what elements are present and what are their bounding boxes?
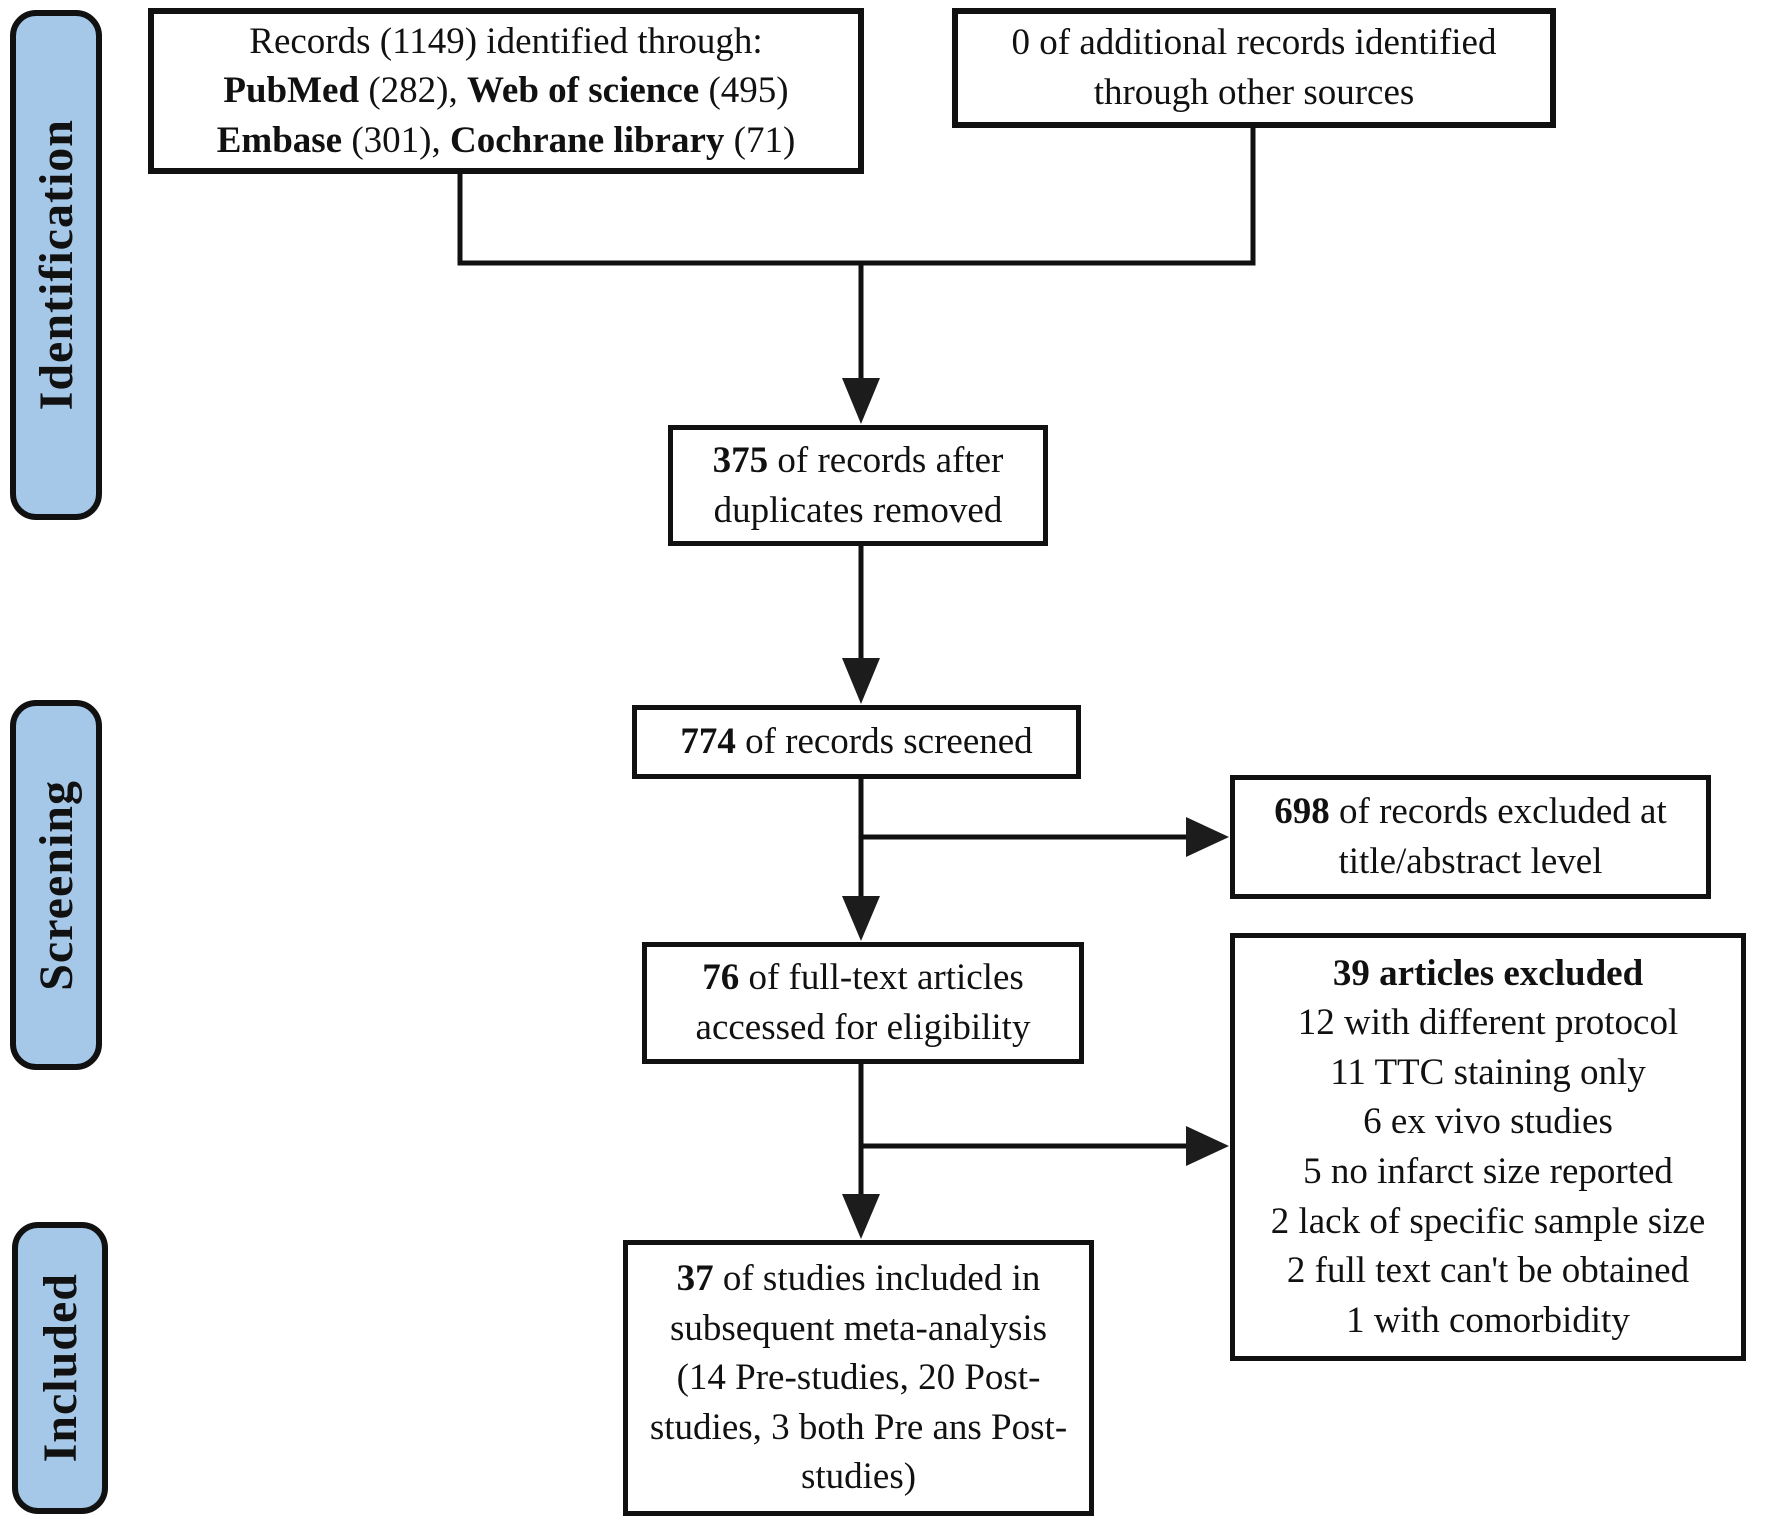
fulltext-assessed-count: 76 <box>702 957 740 999</box>
excluded-reason-item: 11 TTC staining only <box>1330 1051 1646 1093</box>
records-identified-line1: Records (1149) identified through: <box>249 20 763 62</box>
source-web-of-science-count: (495) <box>699 70 789 112</box>
studies-included-label: of studies included in subsequent meta-a… <box>649 1258 1068 1498</box>
excluded-reason-item: 5 no infarct size reported <box>1303 1151 1673 1192</box>
box-fulltext-assessed: 76 of full-text articles accessed for el… <box>642 942 1084 1064</box>
arrowhead-down-icon <box>842 378 880 424</box>
stage-label-included: Included <box>12 1222 108 1514</box>
box-excluded-title-abstract: 698 of records excluded at title/abstrac… <box>1230 775 1711 899</box>
fulltext-assessed-text: 76 of full-text articles accessed for el… <box>663 953 1063 1052</box>
duplicates-removed-label: of records after duplicates removed <box>713 439 1004 531</box>
studies-included-text: 37 of studies included in subsequent met… <box>644 1254 1073 1502</box>
excluded-reason-item: 2 lack of specific sample size <box>1270 1200 1706 1242</box>
excluded-reason-item: 12 with different protocol <box>1297 1002 1679 1044</box>
stage-label-identification: Identification <box>10 10 102 520</box>
arrowhead-down-icon <box>842 1194 880 1239</box>
records-screened-count: 774 <box>680 721 736 763</box>
records-screened-text: 774 of records screened <box>680 717 1032 767</box>
excluded-title-abstract-label: of records excluded at title/abstract le… <box>1329 791 1667 882</box>
excluded-reason-item: 6 ex vivo studies <box>1363 1101 1613 1143</box>
excluded-reason-item: 2 full text can't be obtained <box>1286 1250 1690 1292</box>
source-embase-count: (301), <box>342 119 451 161</box>
arrowhead-right-icon <box>1186 817 1229 857</box>
source-pubmed: PubMed <box>223 70 360 112</box>
box-records-screened: 774 of records screened <box>632 705 1081 779</box>
stage-label-screening: Screening <box>10 700 102 1070</box>
excluded-title-abstract-count: 698 <box>1274 791 1330 833</box>
fulltext-assessed-label: of full-text articles accessed for eligi… <box>695 957 1031 1048</box>
articles-excluded-title: 39 articles excluded <box>1333 949 1643 999</box>
arrowhead-down-icon <box>842 896 880 941</box>
arrowhead-down-icon <box>842 658 880 704</box>
box-studies-included: 37 of studies included in subsequent met… <box>623 1240 1094 1516</box>
box-duplicates-removed: 375 of records after duplicates removed <box>668 425 1048 546</box>
records-identified-line3: Embase (301), Cochrane library (71) <box>217 116 796 166</box>
stage-label-identification-text: Identification <box>29 119 83 411</box>
duplicates-removed-text: 375 of records after duplicates removed <box>689 436 1027 535</box>
box-records-identified: Records (1149) identified through: PubMe… <box>148 8 864 174</box>
box-other-sources: 0 of additional records identified throu… <box>952 8 1556 128</box>
arrowhead-right-icon <box>1186 1126 1229 1166</box>
duplicates-removed-count: 375 <box>712 439 769 481</box>
source-pubmed-count: (282), <box>359 70 467 112</box>
source-cochrane-count: (71) <box>724 119 796 161</box>
articles-excluded-count: 39 articles excluded <box>1332 952 1644 994</box>
source-embase: Embase <box>216 119 343 161</box>
records-identified-line2: PubMed (282), Web of science (495) <box>223 66 788 116</box>
excluded-reason-item: 1 with comorbidity <box>1346 1299 1630 1341</box>
records-screened-label: of records screened <box>735 721 1033 763</box>
stage-label-screening-text: Screening <box>29 779 83 991</box>
source-cochrane: Cochrane library <box>450 119 725 161</box>
box-articles-excluded: 39 articles excluded 12 with different p… <box>1230 933 1746 1361</box>
studies-included-count: 37 <box>676 1258 714 1300</box>
other-sources-text: 0 of additional records identified throu… <box>1011 22 1497 113</box>
excluded-title-abstract-text: 698 of records excluded at title/abstrac… <box>1251 787 1690 886</box>
stage-label-included-text: Included <box>33 1273 87 1463</box>
source-web-of-science: Web of science <box>466 70 700 112</box>
